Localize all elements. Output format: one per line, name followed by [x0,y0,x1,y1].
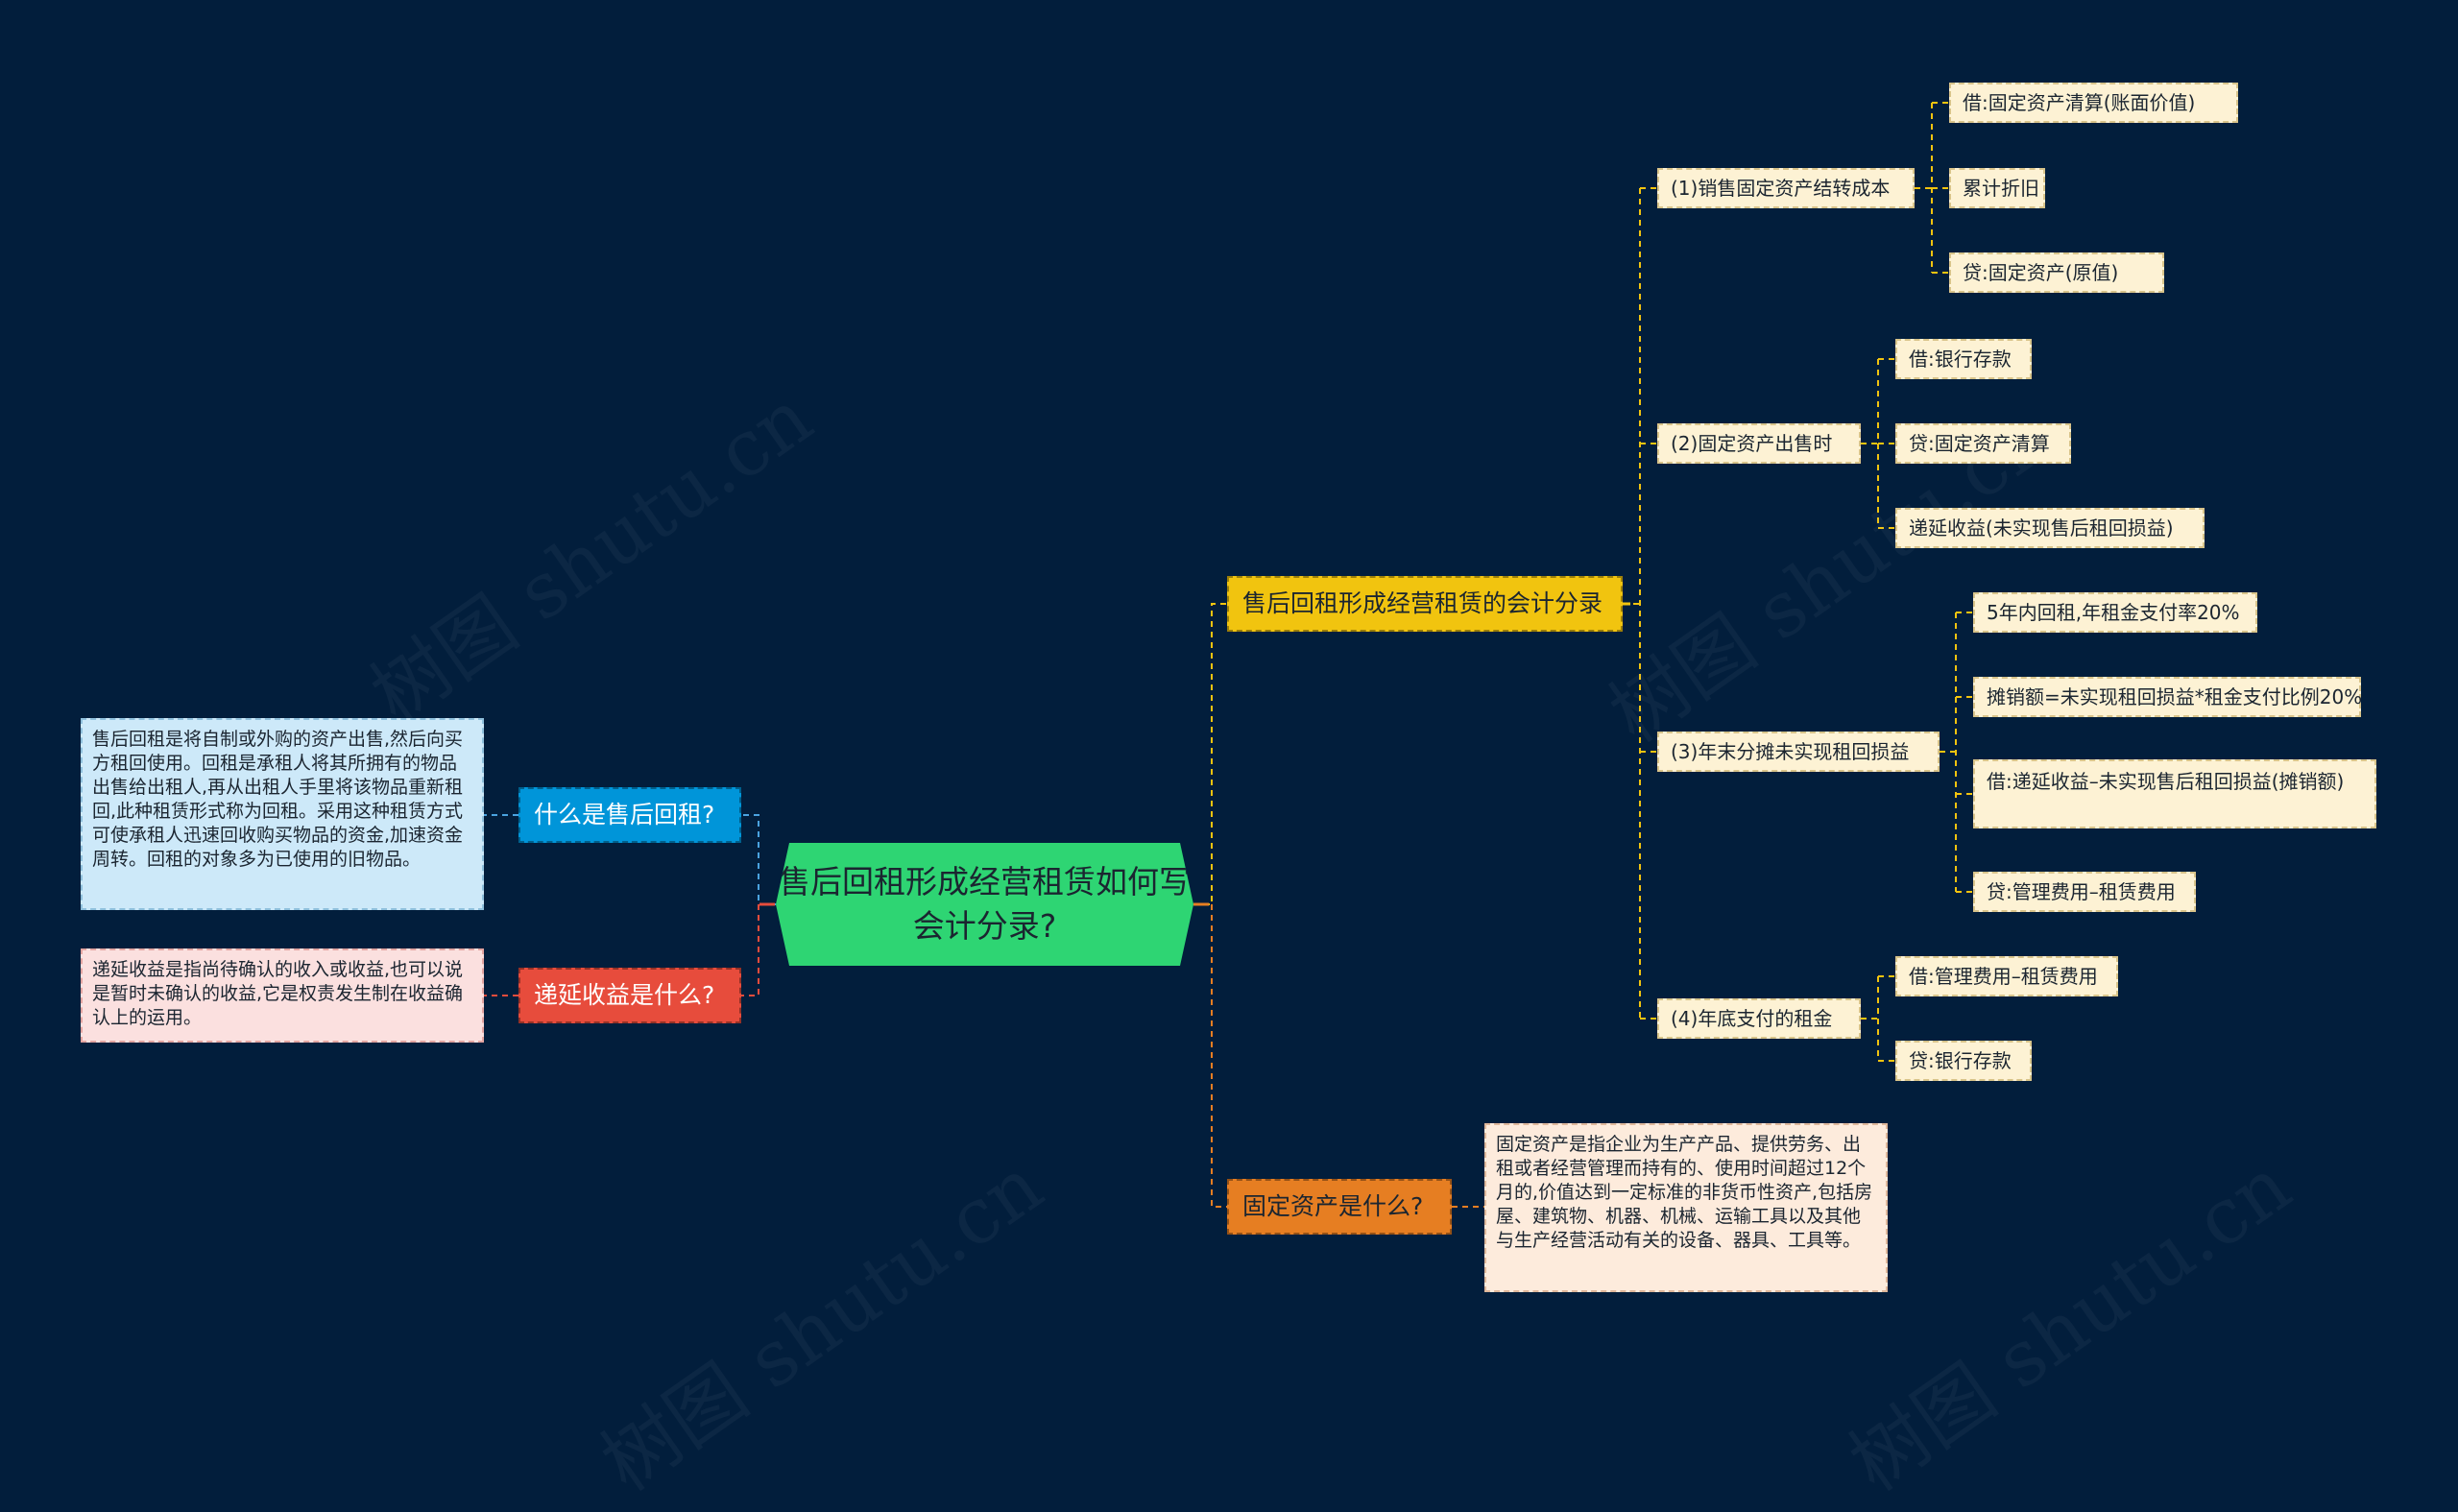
leaf-item[interactable]: 借:固定资产清算(账面价值) [1949,83,2238,123]
branch-accounting-entries[interactable]: 售后回租形成经营租赁的会计分录 [1227,576,1623,632]
note-deferred-income: 递延收益是指尚待确认的收入或收益,也可以说是暂时未确认的收益,它是权责发生制在收… [81,948,484,1043]
leaf-item[interactable]: 累计折旧 [1949,168,2045,208]
group-label: (2)固定资产出售时 [1671,432,1833,455]
leaf-item[interactable]: 5年内回租,年租金支付率20% [1973,592,2257,633]
branch-fixed-asset[interactable]: 固定资产是什么? [1227,1179,1452,1235]
branch-label: 售后回租形成经营租赁的会计分录 [1242,589,1603,617]
group-label: (3)年末分摊未实现租回损益 [1671,740,1910,763]
leaf-item[interactable]: 贷:固定资产(原值) [1949,252,2164,293]
connector-root-deferred [741,904,759,996]
leaf-item[interactable]: 贷:银行存款 [1895,1041,2032,1081]
leaf-item[interactable]: 借:银行存款 [1895,339,2032,379]
leaf-item[interactable]: 递延收益(未实现售后租回损益) [1895,508,2205,548]
note-fixed-asset: 固定资产是指企业为生产产品、提供劳务、出租或者经营管理而持有的、使用时间超过12… [1484,1123,1888,1292]
group-year-end-rent[interactable]: (4)年底支付的租金 [1657,998,1861,1039]
root-title: 售后回租形成经营租赁如何写会计分录? [779,863,1191,945]
leaf-item[interactable]: 贷:固定资产清算 [1895,423,2071,464]
group-label: (4)年底支付的租金 [1671,1007,1833,1030]
group-sale-cost[interactable]: (1)销售固定资产结转成本 [1657,168,1915,208]
group-label: (1)销售固定资产结转成本 [1671,177,1891,200]
connector-root-leaseback [741,814,776,905]
note-leaseback: 售后回租是将自制或外购的资产出售,然后向买方租回使用。回租是承租人将其所拥有的物… [81,718,484,910]
root-node[interactable]: 售后回租形成经营租赁如何写会计分录? [776,843,1193,966]
branch-label: 固定资产是什么? [1242,1192,1424,1220]
branch-leaseback[interactable]: 什么是售后回租? [518,787,741,843]
group-asset-sale[interactable]: (2)固定资产出售时 [1657,423,1861,464]
leaf-item[interactable]: 借:管理费用–租赁费用 [1895,956,2118,996]
leaf-item[interactable]: 贷:管理费用–租赁费用 [1973,872,2196,912]
connector-root-fixed-asset [1211,904,1227,1208]
branch-label: 什么是售后回租? [534,801,715,828]
group-year-end-amortization[interactable]: (3)年末分摊未实现租回损益 [1657,732,1940,772]
leaf-item[interactable]: 摊销额=未实现租回损益*租金支付比例20% [1973,677,2362,717]
connector-root-entries [1193,603,1227,905]
leaf-item[interactable]: 借:递延收益–未实现售后租回损益(摊销额) [1973,759,2376,828]
branch-deferred-income[interactable]: 递延收益是什么? [518,968,741,1023]
connector-lines [484,102,1973,1208]
branch-label: 递延收益是什么? [534,981,715,1009]
mindmap-canvas: 树图 shutu.cn 树图 shutu.cn 树图 shutu.cn 树图 s… [81,83,2376,1508]
